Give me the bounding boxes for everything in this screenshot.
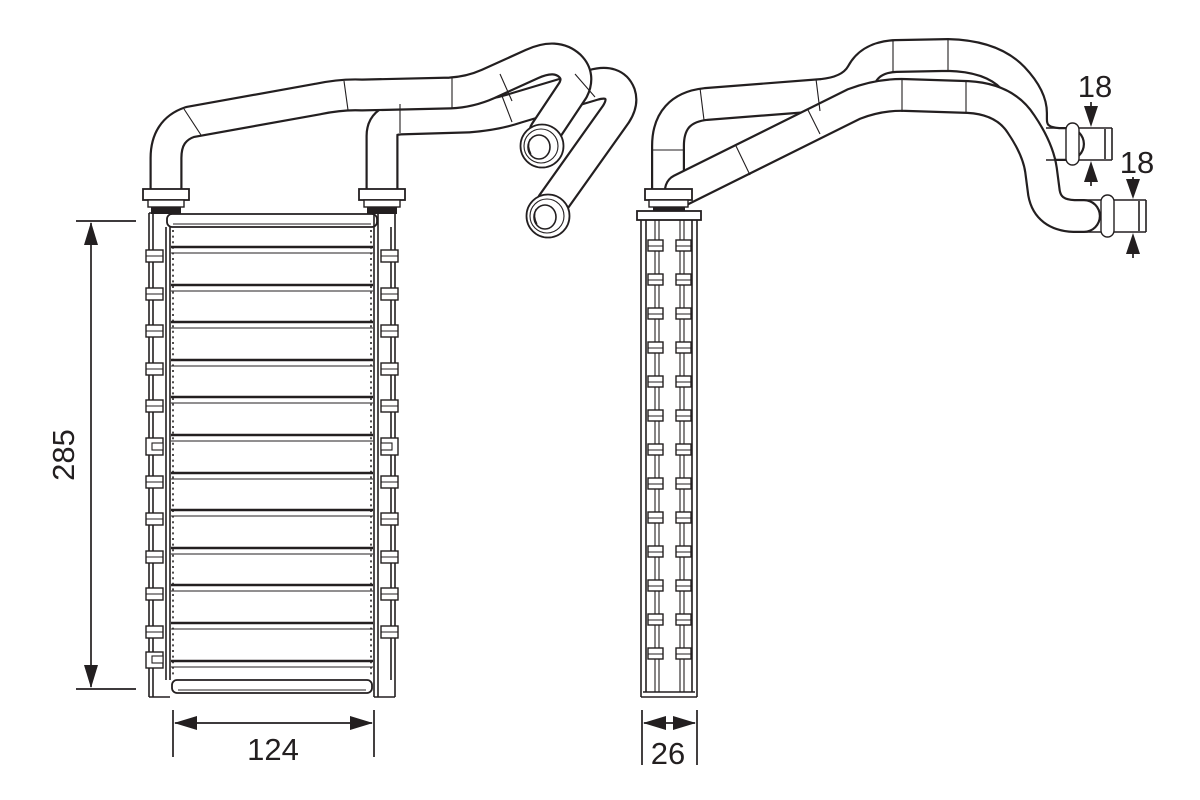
- core-tubes: [171, 245, 373, 668]
- front-right-fitting: [358, 188, 406, 214]
- dim-label-depth: 26: [651, 736, 685, 771]
- front-view-core: [142, 188, 406, 698]
- front-left-fitting: [142, 188, 190, 214]
- front-pipe-end-lower: [525, 193, 571, 239]
- dimension-width-124: 124: [172, 710, 375, 767]
- side-nozzle-upper: [1046, 122, 1113, 166]
- dimension-pipe-top-18: 18: [1078, 69, 1112, 186]
- dim-label-pipe-top: 18: [1078, 69, 1112, 104]
- dimension-pipe-bottom-18: 18: [1120, 145, 1154, 258]
- side-view-body: [636, 188, 702, 698]
- core-side-clips: [145, 249, 399, 669]
- side-fitting: [644, 188, 693, 213]
- side-nozzle-lower: [1080, 194, 1147, 238]
- front-view-pipes: [149, 42, 638, 239]
- dim-label-pipe-bottom: 18: [1120, 145, 1154, 180]
- front-pipe-end-upper: [519, 123, 565, 169]
- dimension-height-285: 285: [46, 220, 136, 690]
- dimension-depth-26: 26: [641, 710, 698, 771]
- side-view-pipes: [651, 38, 1147, 238]
- dim-label-width: 124: [247, 732, 299, 767]
- dim-label-height: 285: [46, 429, 81, 481]
